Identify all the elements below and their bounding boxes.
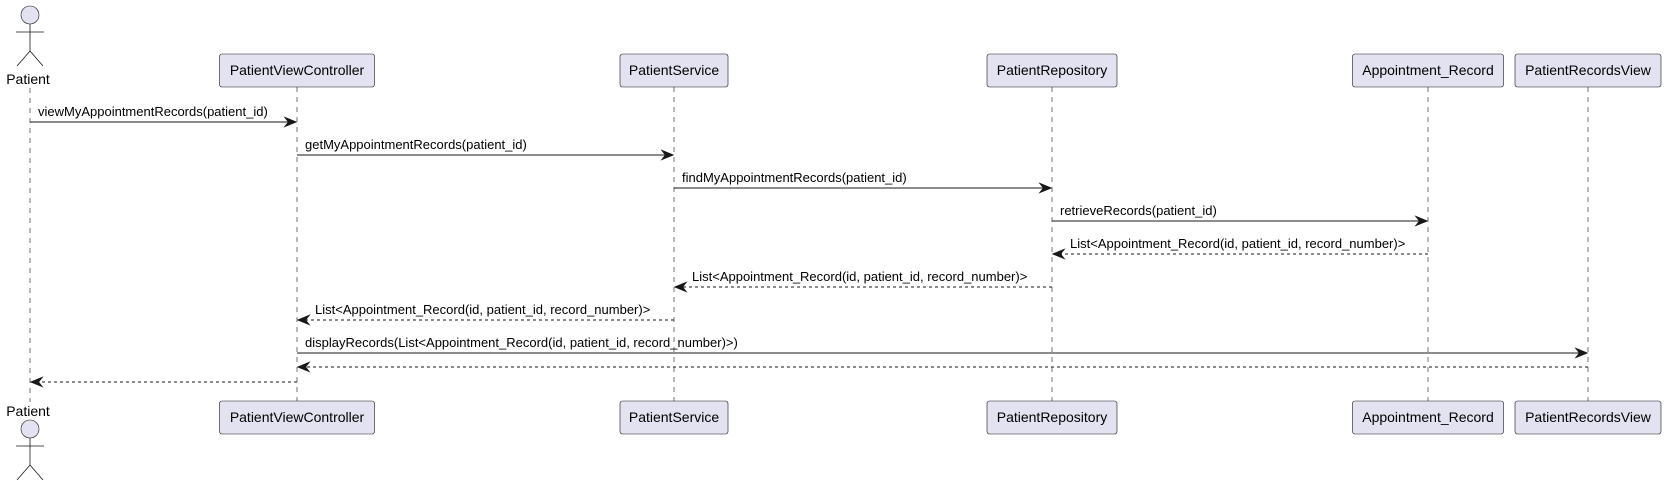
participant-appointment-record-bottom: Appointment_Record <box>1352 400 1504 435</box>
arrow-head <box>1038 182 1053 194</box>
participant-patient-repository-bottom: PatientRepository <box>986 400 1118 435</box>
participant-box <box>1514 400 1662 435</box>
participant-patient-service-bottom: PatientService <box>619 400 729 435</box>
message-label: findMyAppointmentRecords(patient_id) <box>682 170 907 185</box>
participant-appointment-record-top: Appointment_Record <box>1352 53 1504 88</box>
message-8-call: displayRecords(List<Appointment_Record(i… <box>297 335 1589 359</box>
arrow-head <box>296 361 311 373</box>
participant-box <box>619 400 729 435</box>
messages: viewMyAppointmentRecords(patient_id) getM… <box>29 104 1589 388</box>
message-5-return: List<Appointment_Record(id, patient_id, … <box>1051 236 1428 260</box>
message-label: List<Appointment_Record(id, patient_id, … <box>315 302 650 317</box>
actor-patient-top: Patient <box>6 5 50 87</box>
participant-label: PatientService <box>629 409 719 425</box>
participant-label: PatientService <box>629 62 719 78</box>
arrow-head <box>283 116 298 128</box>
participant-label: Appointment_Record <box>1362 409 1494 425</box>
participant-label: Appointment_Record <box>1362 62 1494 78</box>
participant-patient-records-view-top: PatientRecordsView <box>1514 53 1662 88</box>
participant-box <box>1514 53 1662 88</box>
actor-patient-bottom: Patient <box>6 403 50 481</box>
participant-box <box>219 400 375 435</box>
arrow-head <box>1414 215 1429 227</box>
participant-box <box>219 53 375 88</box>
message-10-return <box>29 376 297 388</box>
arrow-head <box>296 314 311 326</box>
participant-box <box>986 400 1118 435</box>
message-1-call: viewMyAppointmentRecords(patient_id) <box>30 104 298 128</box>
participant-box <box>619 53 729 88</box>
participant-patient-view-controller-top: PatientViewController <box>219 53 375 88</box>
message-7-return: List<Appointment_Record(id, patient_id, … <box>296 302 674 326</box>
lifelines <box>29 87 1589 402</box>
person-icon <box>16 5 44 67</box>
arrow-head <box>673 281 688 293</box>
message-label: List<Appointment_Record(id, patient_id, … <box>692 269 1027 284</box>
participant-box <box>1352 53 1504 88</box>
message-label: retrieveRecords(patient_id) <box>1060 203 1217 218</box>
participants: PatientPatientPatientViewControllerPatie… <box>6 5 1662 481</box>
arrow-head <box>1574 347 1589 359</box>
actor-label: Patient <box>6 403 50 419</box>
message-3-call: findMyAppointmentRecords(patient_id) <box>674 170 1053 194</box>
participant-patient-service-top: PatientService <box>619 53 729 88</box>
message-label: viewMyAppointmentRecords(patient_id) <box>38 104 268 119</box>
message-6-return: List<Appointment_Record(id, patient_id, … <box>673 269 1052 293</box>
participant-label: PatientRecordsView <box>1525 409 1652 425</box>
participant-patient-repository-top: PatientRepository <box>986 53 1118 88</box>
arrow-head <box>1051 248 1066 260</box>
message-label: getMyAppointmentRecords(patient_id) <box>305 137 527 152</box>
participant-label: PatientRepository <box>997 62 1108 78</box>
participant-label: PatientViewController <box>230 409 365 425</box>
message-label: List<Appointment_Record(id, patient_id, … <box>1070 236 1405 251</box>
message-4-call: retrieveRecords(patient_id) <box>1052 203 1429 227</box>
actor-label: Patient <box>6 71 50 87</box>
participant-label: PatientRecordsView <box>1525 62 1652 78</box>
participant-box <box>1352 400 1504 435</box>
message-2-call: getMyAppointmentRecords(patient_id) <box>297 137 675 161</box>
participant-label: PatientViewController <box>230 62 365 78</box>
person-icon <box>16 419 44 481</box>
participant-patient-records-view-bottom: PatientRecordsView <box>1514 400 1662 435</box>
participant-patient-view-controller-bottom: PatientViewController <box>219 400 375 435</box>
message-9-return <box>296 361 1588 373</box>
message-label: displayRecords(List<Appointment_Record(i… <box>305 335 738 350</box>
participant-box <box>986 53 1118 88</box>
arrow-head <box>660 149 675 161</box>
arrow-head <box>29 376 44 388</box>
participant-label: PatientRepository <box>997 409 1108 425</box>
